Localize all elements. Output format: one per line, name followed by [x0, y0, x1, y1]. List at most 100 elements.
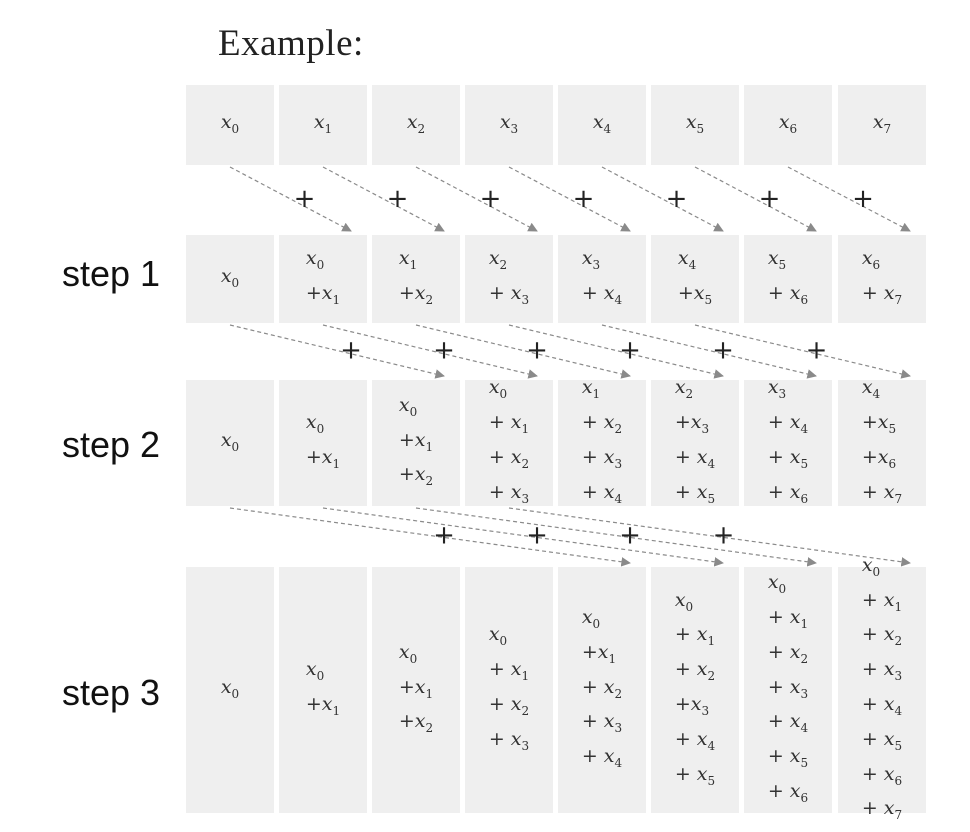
step-2-plus-0: +	[340, 336, 362, 366]
expression-term: +x1	[305, 446, 341, 471]
expression-term: + x4	[674, 446, 716, 471]
expression-term: + x6	[861, 762, 903, 788]
step-1-plus-3: +	[573, 184, 595, 214]
expression-term: + x3	[488, 727, 530, 753]
expression-term: +x3	[674, 693, 710, 718]
expression-term: x0	[220, 428, 240, 454]
expression-term: + x1	[861, 588, 903, 614]
cell-r3-c1: x0+x1	[279, 567, 367, 813]
cell-expression: x2	[407, 108, 425, 143]
step-1-plus-1: +	[387, 184, 409, 214]
cell-expression: x6+ x7	[862, 244, 902, 314]
cell-r3-c7: x0+ x1+ x2+ x3+ x4+ x5+ x6+ x7	[838, 554, 926, 822]
expression-term: + x2	[488, 693, 530, 718]
cell-expression: x4	[593, 108, 611, 143]
cell-expression: x1+ x2+ x3+ x4	[582, 373, 622, 512]
cell-r3-c0: x0	[186, 567, 274, 813]
step-1-plus-0: +	[294, 184, 316, 214]
expression-term: x3	[767, 376, 787, 402]
cell-r1-c3: x2+ x3	[465, 235, 553, 323]
step-2-arrow-5	[694, 324, 911, 379]
expression-term: +x2	[398, 463, 434, 489]
expression-term: x7	[872, 110, 892, 136]
step-1-arrow-6	[787, 166, 911, 232]
cell-r0-c6: x6	[744, 85, 832, 165]
step-3-arrow-1	[322, 507, 724, 567]
expression-term: x0	[220, 110, 240, 136]
cell-expression: x3	[500, 108, 518, 143]
expression-term: + x5	[674, 762, 716, 788]
expression-term: x3	[581, 247, 601, 272]
expression-term: + x6	[767, 779, 809, 805]
expression-term: + x3	[861, 658, 903, 683]
expression-term: + x2	[674, 658, 716, 683]
cell-r1-c5: x4+x5	[651, 235, 739, 323]
expression-term: + x7	[861, 797, 903, 823]
cell-r3-c2: x0+x1+x2	[372, 567, 460, 813]
expression-term: + x3	[488, 480, 530, 506]
expression-term: + x4	[581, 745, 623, 770]
expression-term: + x5	[767, 446, 809, 471]
step-label-2: step 2	[62, 424, 161, 465]
step-3-plus-2: +	[619, 521, 641, 551]
step-2-arrow-2	[415, 324, 631, 379]
expression-term: + x2	[581, 411, 623, 436]
step-3-plus-3: +	[713, 521, 735, 551]
cell-r2-c7: x4+x5+x6+ x7	[838, 376, 926, 506]
cell-r0-c2: x2	[372, 85, 460, 165]
expression-term: + x1	[488, 411, 530, 436]
expression-term: x5	[685, 110, 705, 136]
step-2-arrow-0	[229, 324, 445, 379]
cell-r0-c7: x7	[838, 85, 926, 165]
cell-r2-c5: x2+x3+ x4+ x5	[651, 376, 739, 506]
cell-r1-c4: x3+ x4	[558, 235, 646, 323]
step-2-arrow-1	[322, 324, 538, 379]
cell-expression: x0	[221, 262, 239, 297]
expression-term: x0	[674, 588, 694, 614]
cell-expression: x0+ x1+ x2+ x3+ x4+ x5+ x6+ x7	[862, 551, 902, 829]
step-3-arrow-2	[415, 507, 817, 567]
step-1-plus-5: +	[759, 184, 781, 214]
cell-r2-c1: x0+x1	[279, 380, 367, 506]
step-1-arrow-3	[508, 166, 631, 232]
expression-term: x3	[499, 110, 519, 136]
expression-term: +x1	[398, 428, 434, 454]
expression-term: +x2	[398, 710, 434, 736]
cell-expression: x0+x1+x2	[399, 638, 433, 742]
step-1-arrow-4	[601, 166, 724, 232]
expression-term: x4	[861, 376, 881, 402]
cell-r1-c0: x0	[186, 235, 274, 323]
step-2-plus-4: +	[712, 336, 734, 366]
expression-term: +x1	[581, 640, 617, 666]
cell-r0-c1: x1	[279, 85, 367, 165]
cell-expression: x2+x3+ x4+ x5	[675, 373, 715, 512]
cell-r1-c1: x0+x1	[279, 235, 367, 323]
step-1-arrow-0	[229, 166, 352, 232]
cell-r2-c3: x0+ x1+ x2+ x3	[465, 376, 553, 506]
step-1-plus-2: +	[480, 184, 502, 214]
expression-term: + x6	[767, 480, 809, 506]
cell-expression: x0	[221, 426, 239, 461]
expression-term: x0	[220, 264, 240, 290]
expression-term: +x5	[677, 282, 713, 307]
expression-term: + x1	[674, 623, 716, 649]
step-2-arrow-3	[508, 324, 724, 379]
cell-expression: x1+x2	[399, 244, 433, 314]
expression-term: x0	[398, 640, 418, 666]
cell-r3-c6: x0+ x1+ x2+ x3+ x4+ x5+ x6	[744, 567, 832, 813]
cell-expression: x5 + x6	[768, 244, 808, 314]
cell-expression: x0+ x1+ x2+ x3	[489, 620, 529, 759]
cell-r2-c6: x3+ x4+ x5+ x6	[744, 376, 832, 506]
step-3-arrow-0	[229, 507, 631, 567]
cell-expression: x4+x5+x6+ x7	[862, 373, 902, 512]
expression-term: x1	[313, 110, 333, 136]
cell-expression: x0+x1	[306, 408, 340, 478]
cell-expression: x0+x1	[306, 655, 340, 725]
expression-term: + x6	[767, 282, 809, 307]
step-1-arrow-5	[694, 166, 817, 232]
step-1-arrow-1	[322, 166, 445, 232]
step-2-plus-2: +	[526, 336, 548, 366]
expression-term: +x5	[861, 411, 897, 436]
expression-term: x6	[861, 247, 881, 272]
expression-term: x5	[767, 247, 787, 272]
